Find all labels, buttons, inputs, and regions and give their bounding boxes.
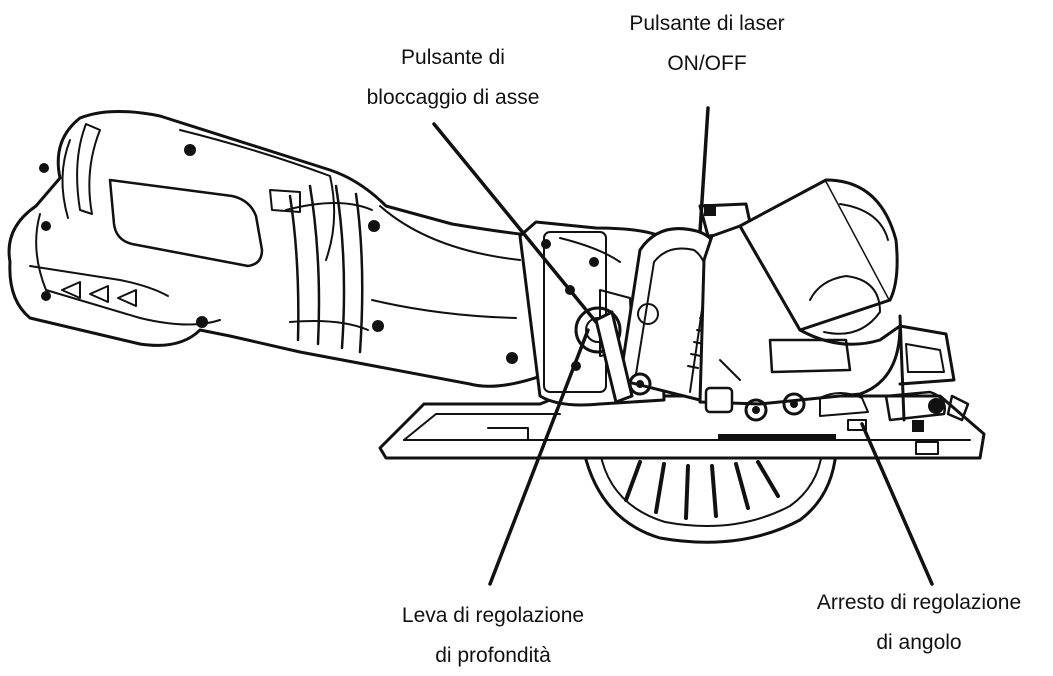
leader-spindle-lock [432, 122, 598, 324]
blade-guard [698, 178, 970, 422]
leader-laser-button [698, 106, 710, 234]
label-laser-button: Pulsante di laser ON/OFF [592, 4, 822, 84]
label-laser-button-line2: ON/OFF [667, 52, 747, 75]
saw-blade [582, 450, 838, 544]
leader-depth-lever [488, 328, 590, 586]
label-depth-lever: Leva di regolazione di profondità [358, 596, 628, 676]
base-plate [378, 394, 986, 460]
label-spindle-lock-line2: bloccaggio di asse [366, 86, 540, 109]
label-depth-lever-line1: Leva di regolazione [401, 604, 585, 627]
leader-lines [432, 106, 934, 586]
label-laser-button-line1: Pulsante di laser [629, 12, 785, 35]
label-spindle-lock: Pulsante di bloccaggio di asse [328, 38, 578, 118]
label-depth-lever-line2: di profondità [435, 644, 551, 667]
leader-angle-stop [860, 422, 934, 586]
label-angle-stop-line2: di angolo [876, 631, 962, 654]
label-angle-stop-line1: Arresto di regolazione [816, 591, 1022, 614]
handle [7, 110, 554, 388]
label-spindle-lock-line1: Pulsante di [401, 46, 505, 69]
label-angle-stop: Arresto di regolazione di angolo [788, 583, 1050, 663]
